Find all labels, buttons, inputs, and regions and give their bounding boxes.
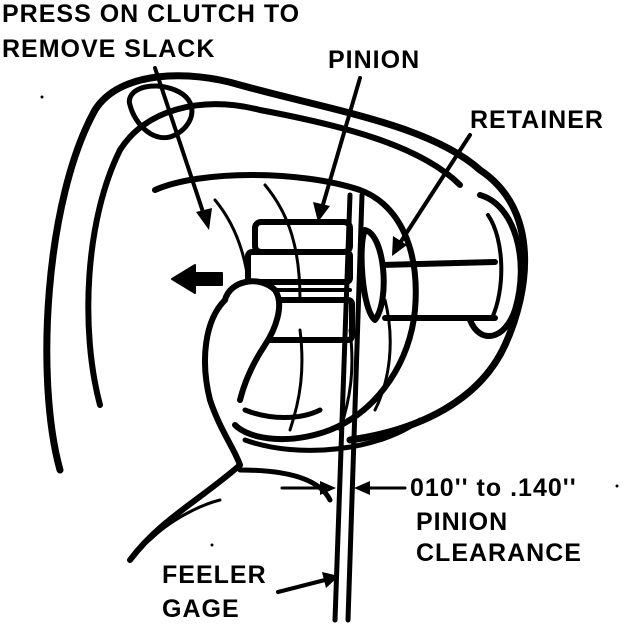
pinion-gear-middle <box>245 249 353 285</box>
hand-wrist-shading <box>148 498 222 542</box>
clearance-dim-left-head <box>320 481 336 495</box>
clutch-segment-5 <box>373 298 392 412</box>
label-pinion: PINION <box>328 46 421 74</box>
hand-wrist-edge <box>237 467 333 503</box>
label-remove-slack: REMOVE SLACK <box>2 35 216 63</box>
label-feeler: FEELER <box>162 561 267 589</box>
label-retainer: RETAINER <box>470 106 604 134</box>
label-press-on-clutch: PRESS ON CLUTCH TO <box>2 0 301 28</box>
retainer-ring <box>358 227 387 323</box>
hand-finger <box>242 407 323 420</box>
pinion-leader <box>320 76 362 210</box>
label-pinion-clearance-line1: PINION <box>416 508 509 536</box>
feeler-leader <box>276 578 327 594</box>
speck <box>615 484 619 488</box>
housing-lip <box>126 83 195 141</box>
retainer-leader <box>398 133 472 245</box>
shaft-upper <box>377 259 498 268</box>
hand-palm <box>127 297 243 563</box>
cavity-floor <box>242 417 423 453</box>
press-leader-arrowhead <box>196 208 212 230</box>
label-pinion-clearance-line2: CLEARANCE <box>416 539 582 567</box>
speck <box>40 95 44 99</box>
cavity-outline <box>152 172 419 442</box>
retainer-leader-arrowhead <box>392 236 407 256</box>
feeler-gage-blade-right <box>345 192 365 623</box>
speck <box>210 543 214 547</box>
feeler-leader-arrowhead <box>322 572 339 588</box>
push-arrow-icon <box>171 264 223 294</box>
hand-thumb <box>222 278 283 403</box>
feeler-gage-blade-left <box>332 192 353 623</box>
press-leader <box>153 66 207 220</box>
housing-outer <box>43 72 529 474</box>
label-clearance-value: 010'' to .140'' <box>410 474 577 502</box>
bearing-boss-inner <box>486 213 504 320</box>
pinion-leader-arrowhead <box>313 202 330 222</box>
housing-inner-rim <box>85 101 463 408</box>
clearance-dim-right-head <box>354 481 370 495</box>
bearing-boss <box>467 192 524 339</box>
label-gage: GAGE <box>162 595 240 623</box>
pinion-gear-top <box>252 219 353 255</box>
